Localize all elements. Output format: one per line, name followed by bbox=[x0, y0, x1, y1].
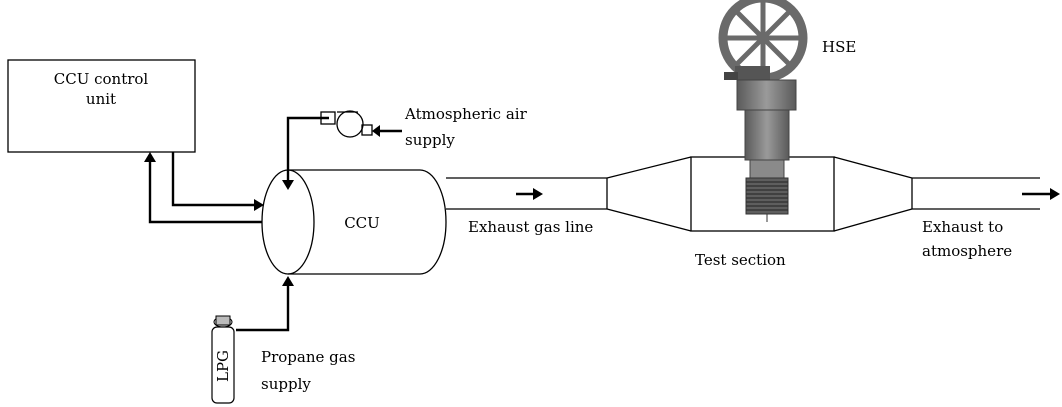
test-section-label: Test section bbox=[695, 251, 786, 269]
exhaust-atm-label-line1: Exhaust to bbox=[922, 218, 1003, 236]
propane-label-line1: Propane gas bbox=[261, 348, 355, 366]
hse-engine-icon: HSE bbox=[718, 0, 856, 222]
control-unit-label-line2: unit bbox=[86, 90, 116, 108]
lpg-cylinder-icon: LPG bbox=[211, 315, 235, 404]
air-supply: Atmospheric air supply bbox=[282, 105, 528, 190]
exhaust-atm-label-line2: atmosphere bbox=[922, 242, 1012, 260]
ccu-chamber: CCU bbox=[261, 169, 447, 275]
exhaust-gas-line-label: Exhaust gas line bbox=[468, 218, 593, 236]
exhaust-to-atmosphere: Exhaust to atmosphere bbox=[911, 177, 1060, 260]
propane-label-line2: supply bbox=[261, 375, 311, 393]
exhaust-gas-line: Exhaust gas line bbox=[446, 177, 608, 236]
control-unit-label-line1: CCU control bbox=[54, 70, 149, 88]
air-blower-icon bbox=[336, 110, 364, 138]
air-supply-label-line1: Atmospheric air bbox=[404, 105, 528, 123]
control-signal-lines bbox=[144, 152, 264, 224]
air-supply-label-line2: supply bbox=[405, 131, 455, 149]
ccu-label: CCU bbox=[344, 214, 380, 232]
lpg-label: LPG bbox=[214, 350, 232, 382]
hse-label: HSE bbox=[822, 38, 856, 56]
ccu-control-unit: CCU control unit bbox=[7, 59, 196, 153]
propane-supply: LPG Propane gas supply bbox=[211, 276, 355, 404]
